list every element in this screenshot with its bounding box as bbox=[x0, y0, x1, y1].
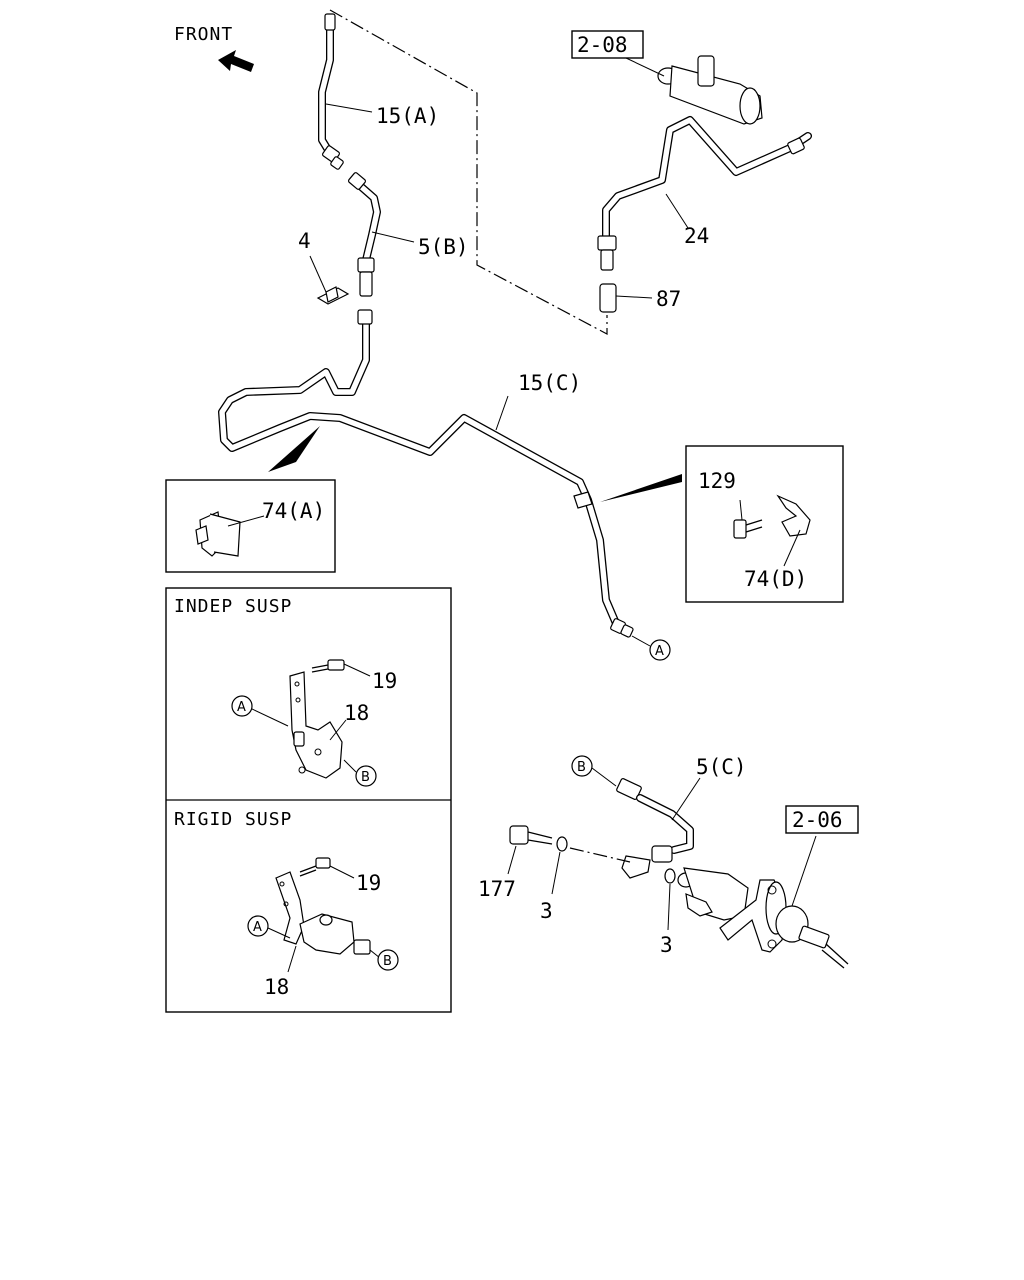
detail-box-74d bbox=[685, 445, 844, 603]
callout-3-left: 3 bbox=[540, 899, 553, 923]
marker-letter-a-rigid: A bbox=[253, 920, 262, 935]
marker-letter-a-pipe: A bbox=[655, 644, 664, 659]
hose-5b bbox=[347, 172, 381, 297]
hose-5c bbox=[571, 755, 701, 879]
clip-4 bbox=[316, 286, 350, 305]
indep-bracket bbox=[231, 659, 377, 787]
callout-leaders bbox=[309, 103, 689, 431]
front-label: FRONT bbox=[174, 24, 233, 45]
callout-15c: 15(C) bbox=[518, 371, 581, 395]
clip-on-pipe bbox=[573, 491, 593, 509]
marker-letter-a-indep: A bbox=[237, 700, 246, 715]
susp-panel bbox=[165, 587, 452, 1013]
marker-letter-b-indep: B bbox=[361, 770, 370, 785]
marker-letter-b-hose: B bbox=[577, 760, 586, 775]
callout-19-indep: 19 bbox=[372, 669, 397, 693]
leader-lines-upper bbox=[329, 9, 608, 335]
callout-129: 129 bbox=[698, 469, 736, 493]
rigid-bracket bbox=[247, 857, 399, 973]
callout-18-indep: 18 bbox=[344, 701, 369, 725]
pointer-74a bbox=[268, 426, 320, 472]
leader-bolt bbox=[569, 847, 631, 863]
pipe-24 bbox=[597, 116, 812, 271]
callout-177: 177 bbox=[478, 877, 516, 901]
panel-title-rigid: RIGID SUSP bbox=[174, 809, 292, 830]
front-arrow-icon bbox=[218, 50, 254, 72]
callout-5c: 5(C) bbox=[696, 755, 747, 779]
pipe-15a bbox=[318, 13, 344, 170]
callout-24: 24 bbox=[684, 224, 709, 248]
callout-74d: 74(D) bbox=[744, 567, 807, 591]
sleeve-87 bbox=[599, 283, 617, 313]
marker-a-pipe-end bbox=[631, 635, 671, 661]
callout-4: 4 bbox=[298, 229, 311, 253]
pointer-74d bbox=[600, 474, 682, 502]
callout-18-rigid: 18 bbox=[264, 975, 289, 999]
callout-5b: 5(B) bbox=[418, 235, 469, 259]
panel-title-indep: INDEP SUSP bbox=[174, 596, 292, 617]
bolt-177 bbox=[507, 825, 553, 875]
ref-box-2-06 bbox=[785, 805, 859, 834]
callout-74a: 74(A) bbox=[262, 499, 325, 523]
callout-19-rigid: 19 bbox=[356, 871, 381, 895]
callout-3-right: 3 bbox=[660, 933, 673, 957]
ref-label-2-06: 2-06 bbox=[792, 808, 843, 832]
washer-3-right bbox=[664, 868, 676, 931]
callout-15a: 15(A) bbox=[376, 104, 439, 128]
master-cylinder-2-08 bbox=[657, 55, 763, 125]
ref-box-2-08 bbox=[571, 30, 665, 77]
washer-3-left bbox=[551, 836, 568, 895]
detail-box-74a bbox=[165, 479, 336, 573]
callout-87: 87 bbox=[656, 287, 681, 311]
slave-cylinder-2-06 bbox=[677, 835, 849, 969]
ref-label-2-08: 2-08 bbox=[577, 33, 628, 57]
marker-letter-b-rigid: B bbox=[383, 954, 392, 969]
